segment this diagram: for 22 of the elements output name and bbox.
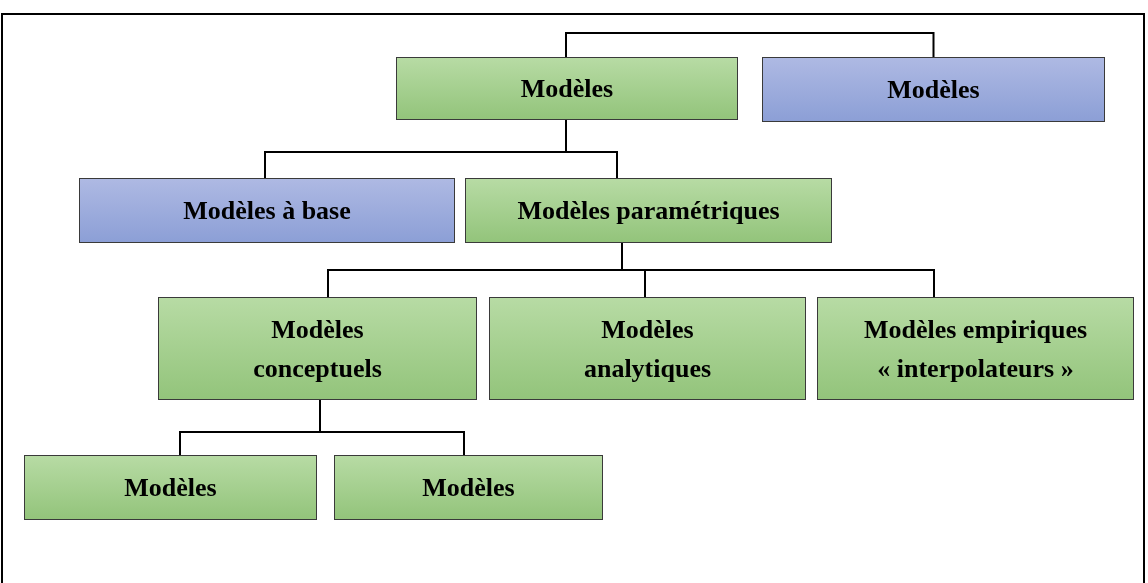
box-label: Modèles — [520, 73, 614, 105]
box-label: Modèles conceptuels — [252, 313, 383, 385]
category-box — [79, 178, 455, 243]
box-label: Modèles — [422, 472, 515, 504]
box-label: Modèles empiriques « interpolateurs » — [862, 313, 1089, 385]
category-box — [489, 297, 806, 400]
box-label: Modèles paramétriques — [517, 195, 780, 227]
connector-line — [319, 399, 465, 456]
connector-line — [565, 119, 618, 179]
category-box — [396, 57, 738, 120]
category-box — [762, 57, 1105, 122]
box-label: Modèles à base — [183, 195, 351, 227]
category-box — [158, 297, 477, 400]
box-label: Modèles analytiques — [582, 313, 713, 385]
category-box — [24, 455, 317, 520]
connector-line — [565, 32, 935, 58]
connector-line — [621, 242, 935, 298]
category-box — [465, 178, 832, 243]
category-box — [817, 297, 1134, 400]
box-label: Modèles — [887, 74, 980, 106]
box-label: Modèles — [124, 472, 217, 504]
category-box — [334, 455, 603, 520]
